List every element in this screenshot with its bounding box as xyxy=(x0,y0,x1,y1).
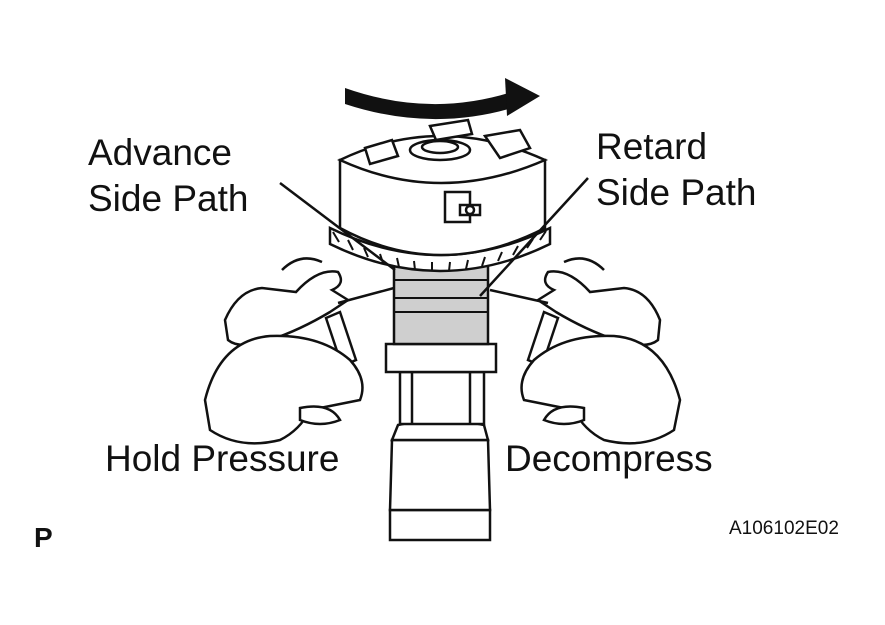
vvt-housing xyxy=(337,118,549,257)
retard-side-path-label: Retard Side Path xyxy=(596,124,756,216)
camshaft xyxy=(384,342,498,542)
air-gun-icon xyxy=(203,257,395,445)
figure-code: A106102E02 xyxy=(729,518,839,539)
air-gun-icon xyxy=(489,257,682,445)
retard-label-line1: Retard xyxy=(596,126,708,167)
oil-path-band xyxy=(392,260,490,346)
page-letter: P xyxy=(34,522,53,553)
leader-lines xyxy=(279,177,589,297)
rotation-arrow-icon xyxy=(345,78,540,120)
advance-label-line1: Advance xyxy=(88,132,232,173)
retard-label-line2: Side Path xyxy=(596,172,757,213)
decompress-label: Decompress xyxy=(505,438,713,479)
hold-pressure-label: Hold Pressure xyxy=(105,438,340,479)
advance-label-line2: Side Path xyxy=(88,178,249,219)
advance-side-path-label: Advance Side Path xyxy=(88,130,248,222)
